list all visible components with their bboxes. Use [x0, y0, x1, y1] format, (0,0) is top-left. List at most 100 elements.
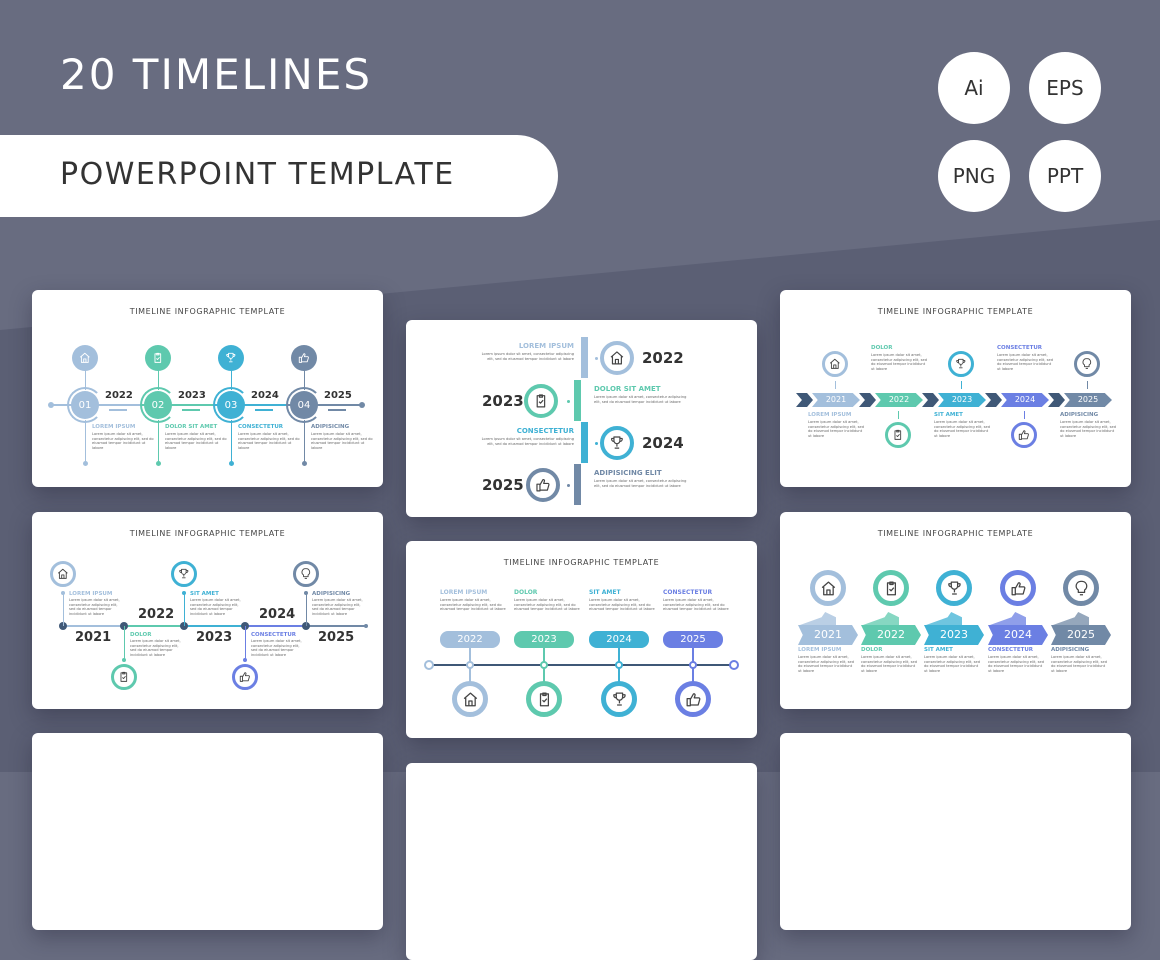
connector-line [286, 404, 362, 406]
step-heading: DOLOR SIT AMET [165, 424, 218, 430]
icon-circle [526, 681, 562, 717]
step-heading: DOLOR [861, 647, 883, 653]
icon-circle [291, 345, 317, 371]
slide-title: TIMELINE INFOGRAPHIC TEMPLATE [503, 558, 660, 567]
year-arrow: 2022 [875, 393, 923, 407]
step-heading: LOREM IPSUM [518, 342, 574, 350]
year-label: 2025 [324, 390, 352, 401]
year-pill: 2022 [440, 631, 500, 648]
year-pill: 2024 [589, 631, 649, 648]
clipboard-icon [886, 581, 896, 595]
connector-line [1086, 381, 1088, 389]
connector-line [84, 370, 86, 390]
home-icon [58, 568, 68, 579]
connector-line [84, 420, 86, 463]
thumb-icon [298, 353, 310, 363]
connector-line [244, 626, 246, 660]
connector-line [123, 626, 125, 660]
connector-line [305, 593, 307, 626]
connector-line [574, 464, 581, 505]
trophy-icon [947, 581, 961, 595]
slide-title: TIMELINE INFOGRAPHIC TEMPLATE [877, 307, 1034, 316]
node-dot [566, 399, 570, 403]
body-text: Lorem ipsum dolor sit amet, consectetur … [481, 437, 574, 446]
icon-circle [600, 341, 634, 375]
badge-eps: EPS [1029, 52, 1101, 124]
body-text: Lorem ipsum dolor sit amet, consectetur … [594, 479, 687, 488]
body-text: Lorem ipsum dolor sit amet, consectetur … [165, 432, 227, 450]
icon-circle [50, 561, 76, 587]
year-arrow: 2021 [798, 625, 858, 645]
connector-line [182, 409, 200, 411]
connector-line [303, 420, 305, 463]
body-text: Lorem ipsum dolor sit amet, consectetur … [808, 420, 865, 438]
connector-line [306, 625, 366, 627]
connector-line [245, 625, 306, 627]
arrow-fold [926, 612, 962, 625]
icon-circle [948, 351, 974, 377]
body-text: Lorem ipsum dolor sit amet, consectetur … [69, 598, 120, 616]
year-arrow: 2021 [812, 393, 860, 407]
step-heading: DOLOR [514, 589, 538, 596]
chevron-connector [859, 393, 876, 407]
trophy-icon [956, 358, 966, 369]
trophy-icon [611, 436, 623, 449]
body-text: Lorem ipsum dolor sit amet, consectetur … [440, 598, 506, 612]
body-text: Lorem ipsum dolor sit amet, consectetur … [594, 395, 687, 404]
icon-circle [232, 664, 258, 690]
icon-circle [600, 426, 634, 460]
slide-title: TIMELINE INFOGRAPHIC TEMPLATE [877, 529, 1034, 538]
trophy-icon [612, 692, 626, 706]
step-heading: ADIPISICING [312, 591, 351, 597]
trophy-icon [179, 568, 189, 579]
body-text: Lorem ipsum dolor sit amet, consectetur … [190, 598, 241, 616]
step-number: 01 [71, 391, 99, 419]
node-dot [302, 622, 310, 630]
body-text: Lorem ipsum dolor sit amet, consectetur … [924, 655, 981, 673]
bulb-icon [1082, 358, 1092, 369]
step-heading: LOREM IPSUM [440, 589, 488, 596]
icon-circle [111, 664, 137, 690]
node-dot [48, 402, 54, 408]
main-title: 20 TIMELINES [60, 50, 373, 99]
connector-line [834, 381, 836, 389]
icon-circle [822, 351, 848, 377]
bulb-icon [301, 568, 311, 579]
icon-circle [72, 345, 98, 371]
step-heading: SIT AMET [589, 589, 621, 596]
connector-line [255, 409, 273, 411]
bulb-icon [1075, 580, 1087, 595]
body-text: Lorem ipsum dolor sit amet, consectetur … [1051, 655, 1108, 673]
node-dot [122, 658, 126, 662]
slide-title: TIMELINE INFOGRAPHIC TEMPLATE [129, 529, 286, 538]
trophy-icon [226, 352, 236, 363]
arrow-fold [990, 612, 1026, 625]
node-dot [301, 460, 307, 466]
connector-line [183, 593, 185, 626]
step-heading: DOLOR [871, 345, 893, 351]
step-heading: LOREM IPSUM [69, 591, 113, 597]
connector-line [897, 411, 899, 419]
year-label: 2025 [318, 630, 355, 645]
step-heading: CONSECTETUR [251, 632, 297, 638]
connector-line [157, 370, 159, 390]
body-text: Lorem ipsum dolor sit amet, consectetur … [934, 420, 991, 438]
thumb-icon [1011, 581, 1025, 595]
step-heading: CONSECTETUR [238, 424, 284, 430]
step-number: 03 [217, 391, 245, 419]
connector-line [109, 409, 127, 411]
body-text: Lorem ipsum dolor sit amet, consectetur … [988, 655, 1045, 673]
node-dot [594, 356, 598, 360]
year-label: 2023 [178, 390, 206, 401]
connector-line [431, 664, 734, 666]
connector-line [213, 404, 286, 406]
body-text: Lorem ipsum dolor sit amet, consectetur … [130, 639, 181, 657]
step-number: 02 [144, 391, 172, 419]
node-dot [61, 591, 65, 595]
clipboard-icon [154, 352, 162, 363]
icon-circle [675, 681, 711, 717]
